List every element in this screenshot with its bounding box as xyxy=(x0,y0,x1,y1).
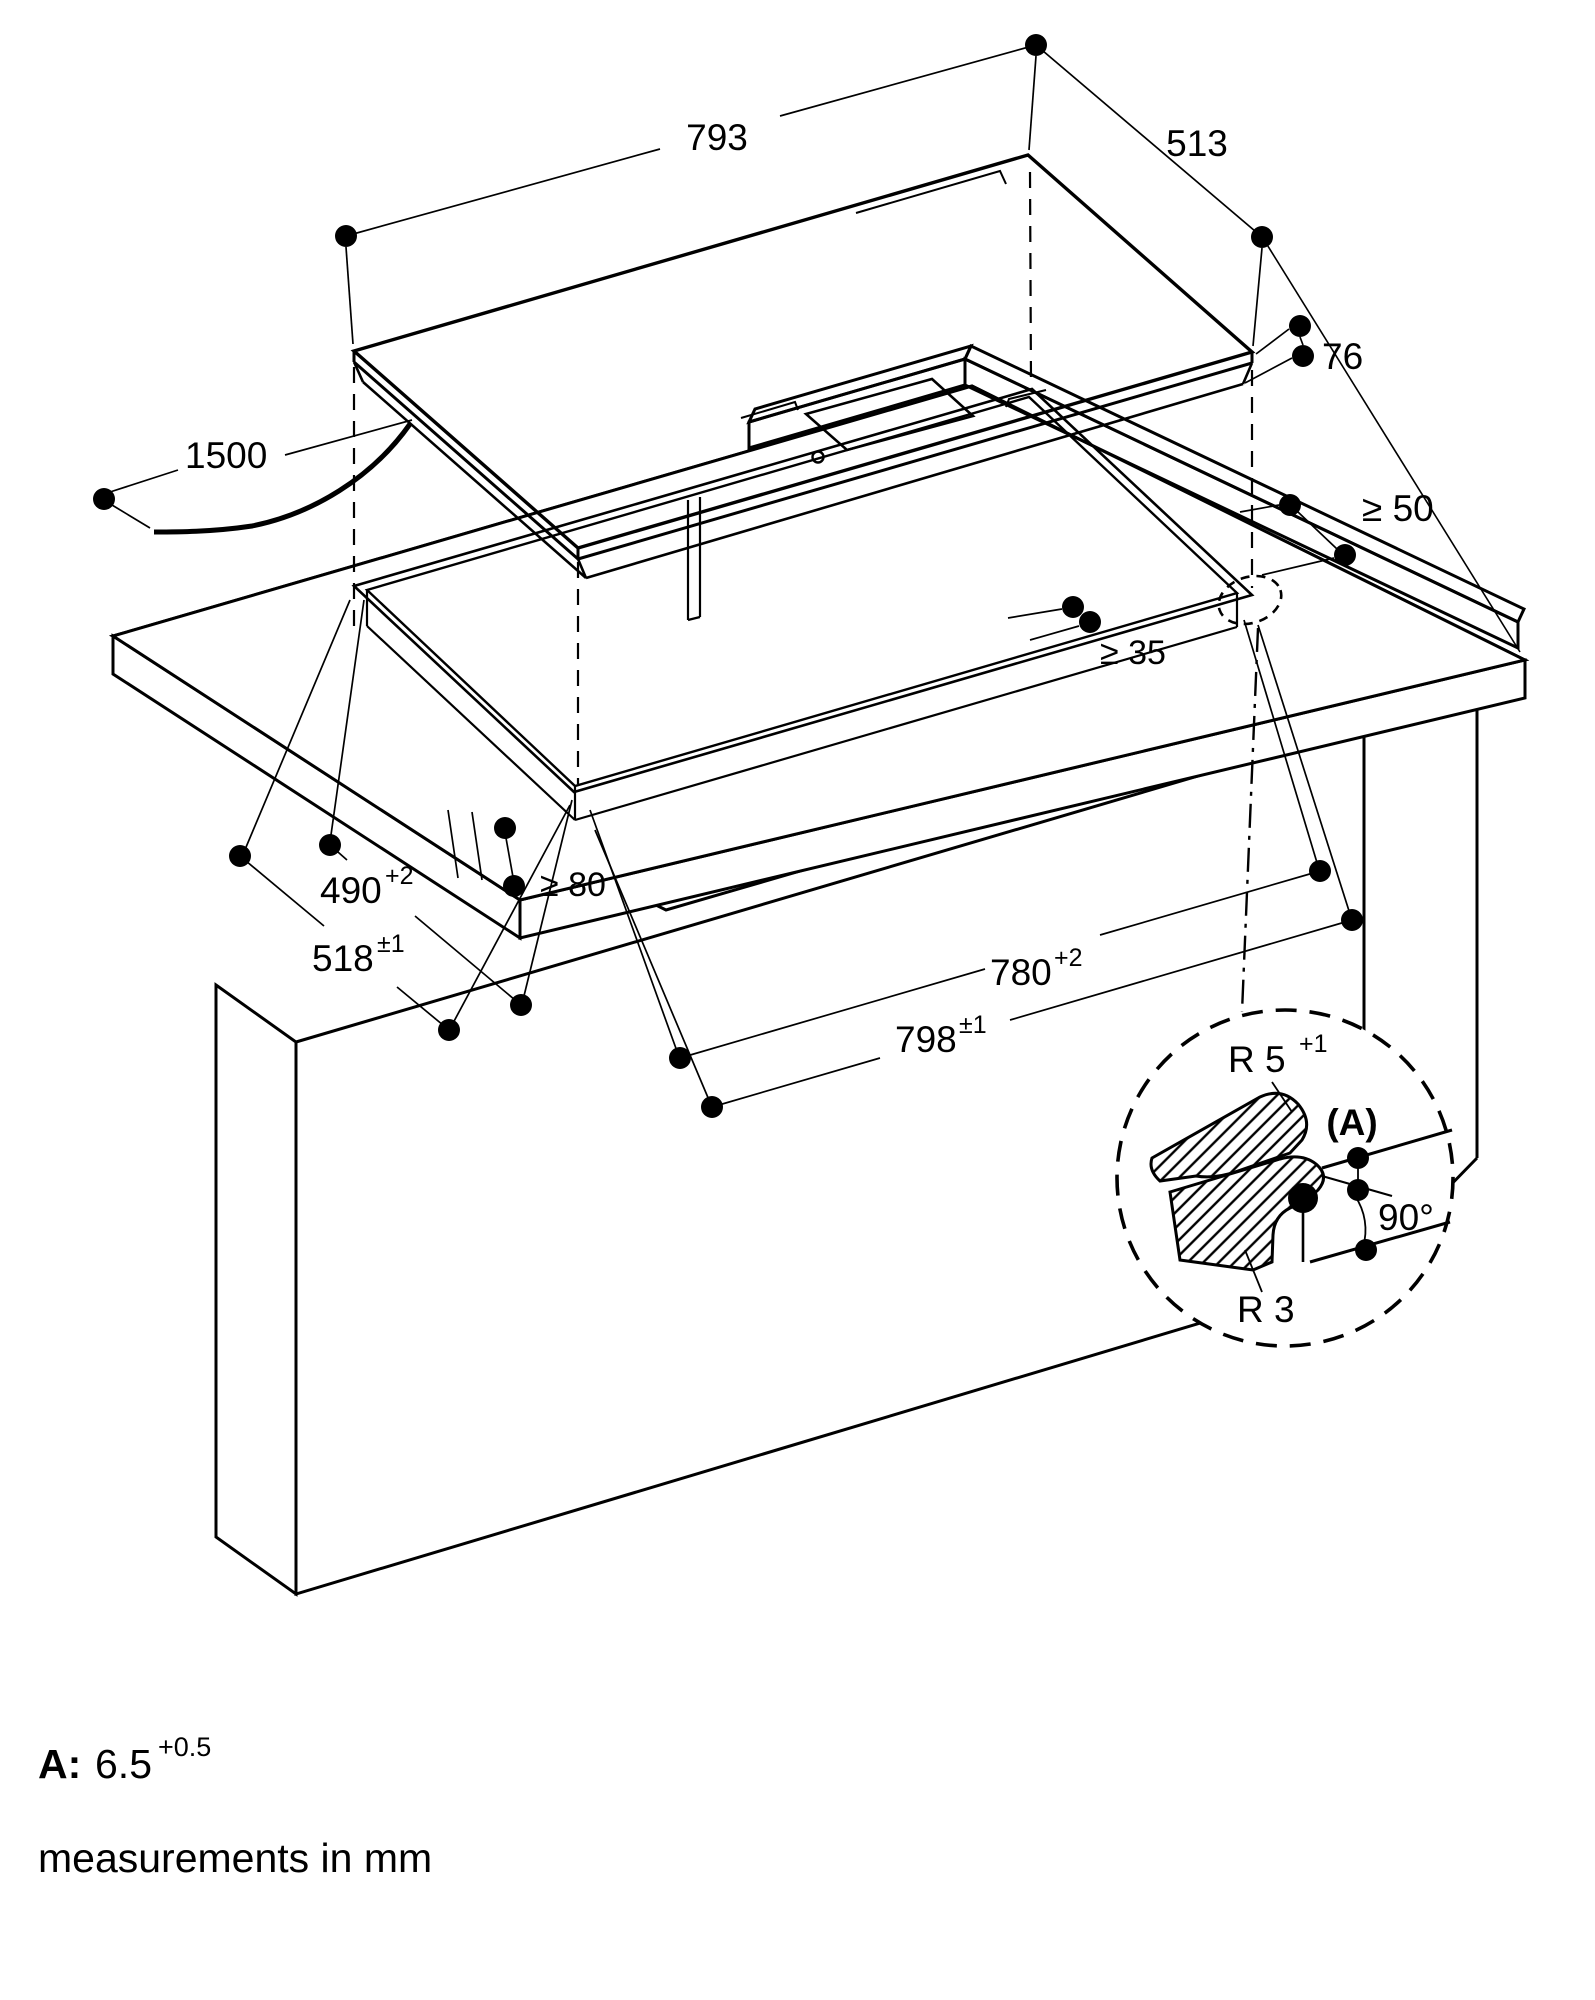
dim-rebate-depth-label: 518 xyxy=(312,938,374,979)
section-upper-lip xyxy=(1149,1091,1309,1183)
control-corner-mark-right xyxy=(1005,389,1047,408)
note-a-value: 6.5 xyxy=(95,1741,152,1787)
units-note: measurements in mm xyxy=(38,1835,432,1881)
note-a-tolerance: +0.5 xyxy=(158,1732,211,1762)
detail-radius-top-tolerance: +1 xyxy=(1299,1030,1328,1058)
cutout-rebate-outline xyxy=(351,387,1255,794)
detail-radius-bottom-label: R 3 xyxy=(1237,1289,1295,1330)
dim-height-label: 76 xyxy=(1322,336,1363,377)
dim-cutout-width-label: 780 xyxy=(990,952,1052,993)
dimension-lines xyxy=(109,44,1353,1108)
projection-lines xyxy=(352,171,1254,784)
cooktop xyxy=(350,153,1256,580)
detail-angle-label: 90° xyxy=(1378,1197,1434,1238)
section-lower-block xyxy=(1168,1155,1325,1272)
dimension-labels: 793 513 76 1500 ≥ 50 ≥ 35 ≥ 80 490 +2 51… xyxy=(185,117,1434,1060)
dim-cable-label: 1500 xyxy=(185,435,267,476)
control-display xyxy=(803,377,976,452)
dim-rebate-width-label: 798 xyxy=(895,1019,957,1060)
dim-rebate-depth-tolerance: ±1 xyxy=(377,930,405,958)
mains-cable xyxy=(153,422,413,535)
dim-bottom-clearance-label: ≥ 80 xyxy=(540,866,606,904)
detail-ref-label: (A) xyxy=(1326,1102,1377,1143)
note-a-label: A: xyxy=(38,1741,81,1787)
detail-radius-top-label: R 5 xyxy=(1228,1039,1286,1080)
worktop-cutout xyxy=(351,387,1255,822)
detail-callout xyxy=(1115,574,1455,1348)
footer-notes: A: 6.5 +0.5 measurements in mm xyxy=(38,1732,432,1881)
control-knob-icon xyxy=(811,450,825,464)
control-corner-mark-left xyxy=(740,400,799,419)
dim-cutout-depth-tolerance: +2 xyxy=(385,862,414,890)
countertop xyxy=(108,384,1530,941)
dim-top-depth-label: 513 xyxy=(1166,123,1228,164)
dim-rebate-width-tolerance: ±1 xyxy=(959,1011,987,1039)
detail-labels: R 5 +1 (A) 90° R 3 xyxy=(1228,1030,1434,1330)
dim-cutout-width-tolerance: +2 xyxy=(1054,944,1083,972)
edge-projection-line xyxy=(1265,242,1521,653)
surface-corner-mark xyxy=(855,169,1007,214)
dim-back-gap-label: ≥ 35 xyxy=(1100,634,1166,672)
dim-cutout-depth-label: 490 xyxy=(320,870,382,911)
dimension-dots xyxy=(93,34,1363,1118)
detail-source-marker xyxy=(1217,574,1283,626)
dim-top-width-label: 793 xyxy=(686,117,748,158)
rear-wall-strip xyxy=(746,343,1526,651)
dim-rear-clearance-label: ≥ 50 xyxy=(1362,488,1434,529)
